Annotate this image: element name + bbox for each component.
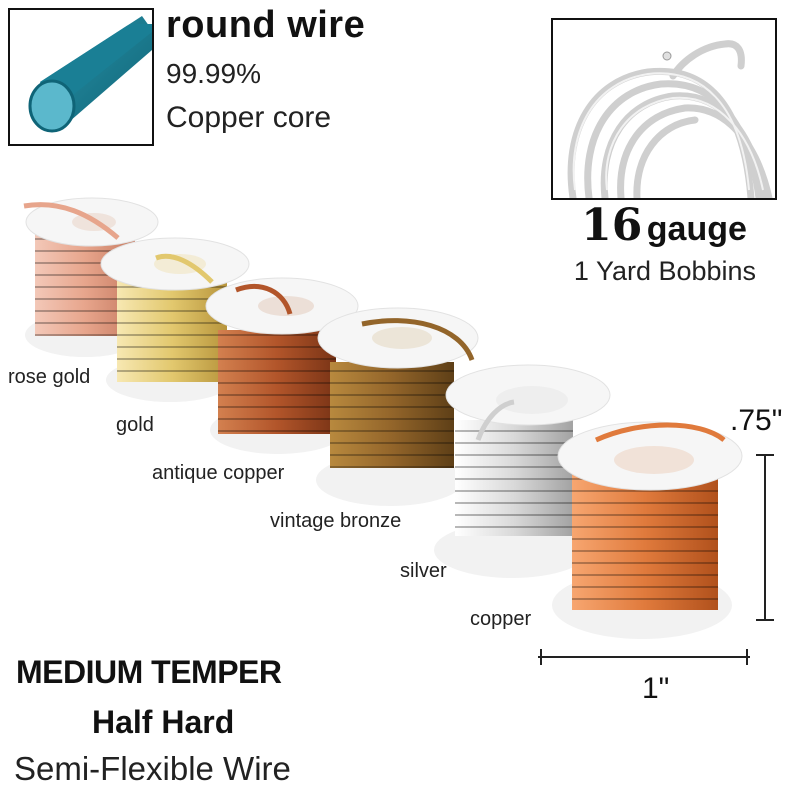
gauge-image-box: [551, 18, 777, 200]
temper-hardness: Half Hard: [92, 704, 235, 740]
wire-shape-title: round wire: [166, 4, 366, 46]
height-dimension-line: [764, 454, 766, 620]
width-dimension-cap-left: [540, 649, 542, 665]
gauge-number: 16: [581, 200, 643, 251]
height-dimension-label: .75": [730, 404, 783, 437]
label-rose-gold: rose gold: [8, 366, 91, 388]
label-antique-copper: antique copper: [152, 462, 285, 484]
temper-flexibility: Semi-Flexible Wire: [14, 750, 291, 787]
wire-icon-box: [8, 8, 154, 146]
height-dimension-cap-bottom: [756, 619, 774, 621]
width-dimension-cap-right: [746, 649, 748, 665]
spool-vintage-bronze: [316, 307, 479, 506]
core-text: Copper core: [166, 101, 332, 134]
label-gold: gold: [116, 414, 154, 436]
gauge-unit: gauge: [646, 210, 747, 248]
label-copper: copper: [470, 608, 532, 630]
spool-silver: [434, 364, 611, 578]
height-dimension-cap-top: [756, 454, 774, 456]
label-vintage-bronze: vintage bronze: [270, 510, 402, 532]
purity-text: 99.99%: [166, 58, 261, 89]
gauge-heading: 16 gauge: [551, 200, 777, 251]
label-silver: silver: [400, 560, 447, 582]
round-wire-icon: [28, 16, 152, 133]
spool-antique-copper: [205, 277, 359, 454]
temper-heading: MEDIUM TEMPER: [16, 654, 282, 690]
spool-copper: [552, 421, 743, 639]
silver-coil-image: [567, 40, 773, 198]
spool-rose-gold: [23, 197, 159, 357]
width-dimension-label: 1": [642, 672, 670, 705]
width-dimension-line: [538, 656, 750, 658]
bobbins-text: 1 Yard Bobbins: [573, 256, 757, 286]
spool-gold: [100, 237, 250, 402]
